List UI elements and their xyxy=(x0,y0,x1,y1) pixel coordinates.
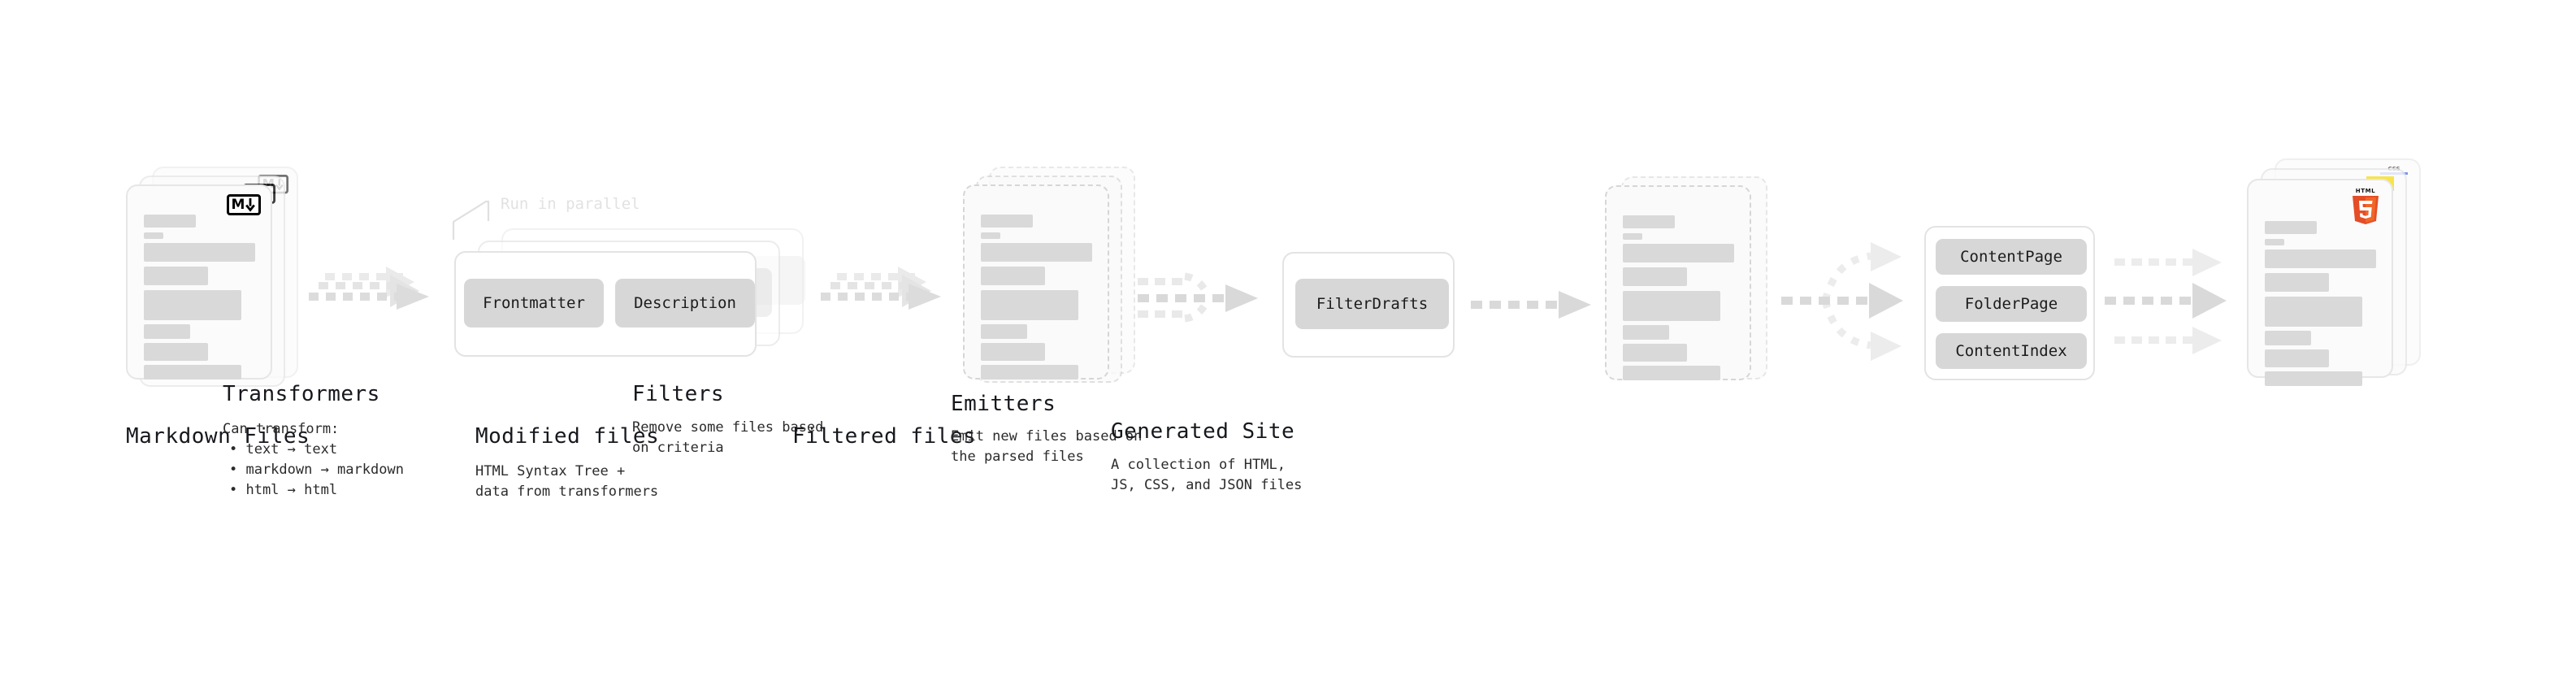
skeleton-bar xyxy=(2265,249,2376,268)
modified-files-title: Modified files xyxy=(475,424,660,449)
skeleton-bar xyxy=(2265,239,2284,245)
skeleton-bar xyxy=(981,267,1045,285)
filters-box: FilterDrafts xyxy=(1282,252,1455,358)
skeleton-bar xyxy=(1623,215,1675,228)
skeleton-bar xyxy=(1623,366,1720,380)
emitter-pill-contentindex[interactable]: ContentIndex xyxy=(1936,333,2087,369)
skeleton-bar xyxy=(2265,331,2311,345)
markdown-card-front: M xyxy=(126,184,272,380)
skeleton-bar xyxy=(1623,325,1669,340)
transformer-bullet: • text → text xyxy=(229,441,338,458)
skeleton-bar xyxy=(2265,371,2362,386)
skeleton-bar xyxy=(144,232,163,239)
skeleton-bar xyxy=(2265,297,2362,327)
generated-site-title: Generated Site xyxy=(1111,419,1295,444)
filters-subtitle: Remove some files based on criteria xyxy=(632,419,824,456)
filters-title: Filters xyxy=(632,382,725,406)
modified-files-subtitle: HTML Syntax Tree + data from transformer… xyxy=(475,463,659,500)
skeleton-bar xyxy=(144,343,208,361)
skeleton-bar xyxy=(144,324,190,339)
connector-transformers-to-modified xyxy=(821,267,951,330)
filter-pill-filterdrafts[interactable]: FilterDrafts xyxy=(1295,279,1449,329)
transformer-pill-frontmatter[interactable]: Frontmatter xyxy=(464,279,604,327)
html5-icon: HTML xyxy=(2349,185,2382,224)
generated-site-subtitle: A collection of HTML, JS, CSS, and JSON … xyxy=(1111,457,1303,493)
skeleton-bar xyxy=(144,267,208,285)
connector-emitters-to-site xyxy=(2105,229,2251,371)
markdown-icon: M xyxy=(227,194,261,215)
transformer-box-front: Frontmatter Description xyxy=(454,251,757,357)
skeleton-bar xyxy=(981,243,1092,262)
skeleton-bar xyxy=(1623,267,1687,286)
transformer-bullet: • markdown → markdown xyxy=(229,462,404,478)
skeleton-bar xyxy=(2265,349,2329,367)
emitter-pill-contentpage[interactable]: ContentPage xyxy=(1936,239,2087,275)
run-in-parallel-bracket xyxy=(452,200,490,240)
skeleton-bar xyxy=(1623,344,1687,362)
skeleton-bar xyxy=(144,290,241,320)
site-card-front-html: HTML xyxy=(2247,179,2393,386)
transformers-bullets: • text → text • markdown → markdown • ht… xyxy=(229,440,404,501)
skeleton-bar xyxy=(981,343,1045,361)
connector-modified-to-filters xyxy=(1138,268,1284,341)
markdown-files-title: Markdown Files xyxy=(126,424,310,449)
skeleton-bar xyxy=(981,290,1078,320)
skeleton-bar xyxy=(1623,291,1720,321)
emitters-title: Emitters xyxy=(951,392,1056,416)
connector-markdown-to-transformers xyxy=(309,267,439,330)
transformers-title: Transformers xyxy=(223,382,380,406)
skeleton-bar xyxy=(144,365,241,380)
emitter-pill-folderpage[interactable]: FolderPage xyxy=(1936,286,2087,322)
filtered-files-title: Filtered files xyxy=(792,424,977,449)
connector-filtered-to-emitters xyxy=(1781,229,1928,371)
skeleton-bar xyxy=(981,232,1000,239)
skeleton-bar xyxy=(1623,233,1642,240)
filtered-card-front xyxy=(1605,185,1751,380)
transformers-subtitle: Can transform: xyxy=(223,421,340,437)
transformer-pill-description[interactable]: Description xyxy=(615,279,755,327)
skeleton-bar xyxy=(981,215,1033,228)
skeleton-bar xyxy=(1623,244,1734,262)
skeleton-bar xyxy=(981,365,1078,380)
modified-card-front xyxy=(963,184,1109,380)
skeleton-bar xyxy=(2265,221,2317,234)
skeleton-bar xyxy=(144,243,255,262)
transformer-bullet: • html → html xyxy=(229,482,338,498)
emitters-subtitle: Emit new files based on the parsed files xyxy=(951,428,1143,465)
skeleton-bar xyxy=(144,215,196,228)
connector-filters-to-filtered xyxy=(1471,291,1601,333)
skeleton-bar xyxy=(2265,273,2329,292)
emitters-box: ContentPage FolderPage ContentIndex xyxy=(1924,226,2095,380)
skeleton-bar xyxy=(981,324,1027,339)
run-in-parallel-label: Run in parallel xyxy=(501,195,640,213)
svg-text:HTML: HTML xyxy=(2356,188,2375,194)
